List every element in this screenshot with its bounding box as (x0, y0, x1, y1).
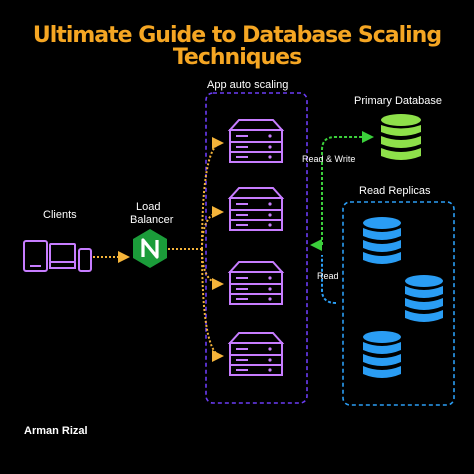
read-write-arrow (321, 131, 374, 245)
server-icon (227, 187, 285, 231)
server-icon (227, 332, 285, 376)
author-credit: Arman Rizal (24, 425, 88, 437)
read-replicas-label: Read Replicas (359, 185, 431, 197)
read-arrow-line (321, 255, 337, 304)
replica-database-icon (363, 217, 401, 264)
replica-database-icon (363, 331, 401, 378)
clients-label: Clients (43, 209, 77, 221)
nginx-icon (133, 229, 167, 268)
load-balancer-label-line-2: Balancer (130, 214, 174, 226)
app-auto-scaling-group (205, 92, 308, 404)
page-title-line-1: Ultimate Guide to Database Scaling (32, 23, 442, 48)
read-write-label: Read & Write (302, 154, 356, 164)
server-icon (227, 119, 285, 163)
primary-database-label: Primary Database (354, 95, 443, 107)
primary-database-icon (381, 114, 421, 160)
app-auto-scaling-label: App auto scaling (207, 79, 289, 91)
page-title-line-2: Techniques (172, 45, 302, 70)
server-icon (227, 261, 285, 305)
load-balancer-label-line-1: Load (136, 201, 161, 213)
lb-to-servers-arrows (168, 137, 224, 362)
devices-icon (23, 240, 92, 272)
replica-database-icon (405, 275, 443, 322)
read-label: Read (317, 271, 339, 281)
